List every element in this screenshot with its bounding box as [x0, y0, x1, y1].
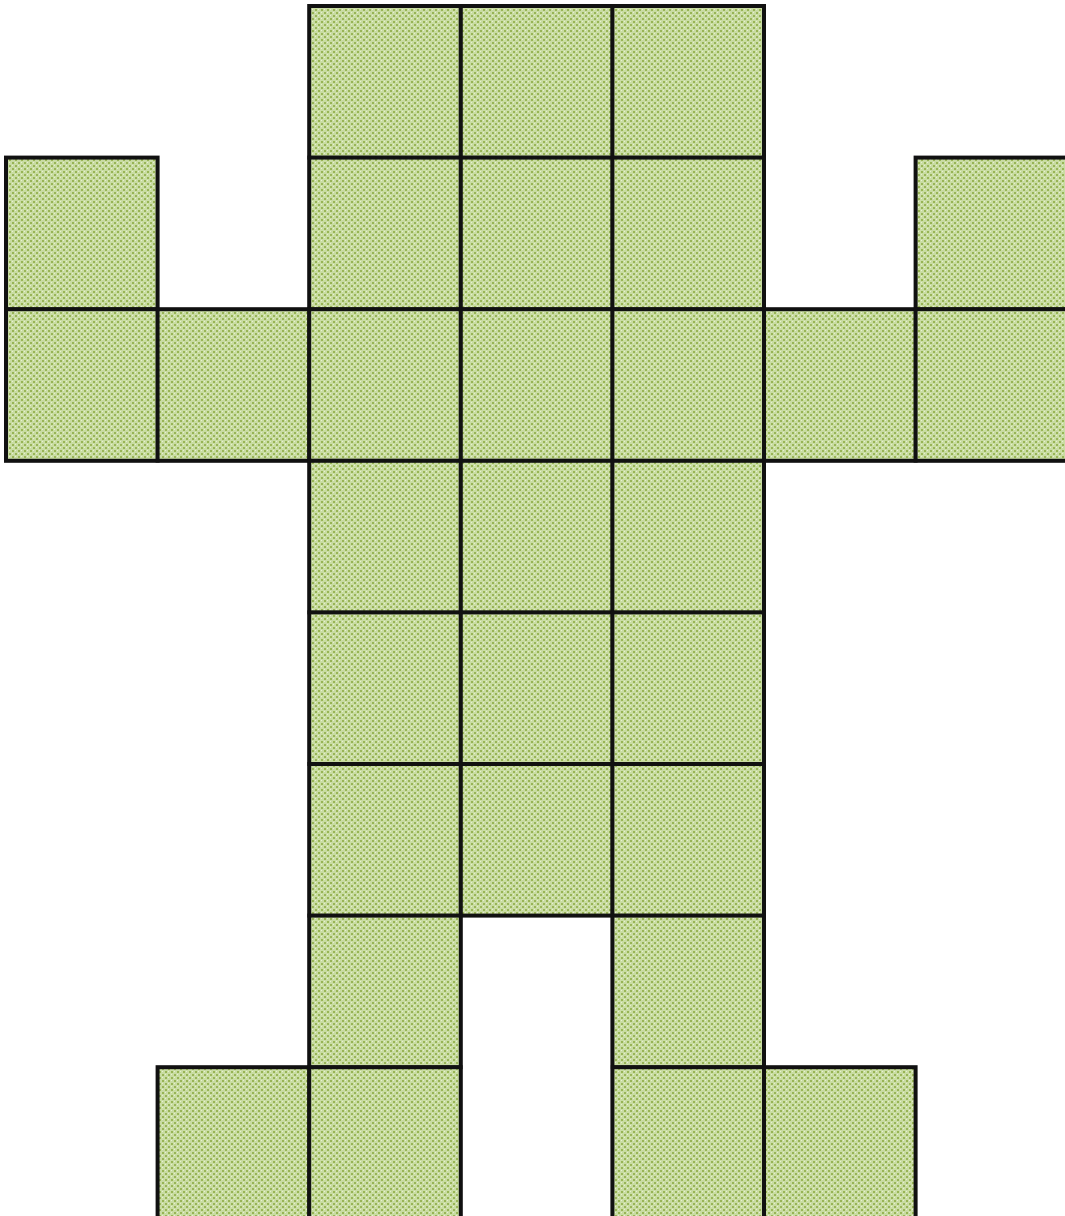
- grid-square: [916, 158, 1065, 310]
- grid-square: [461, 158, 613, 310]
- grid-square: [916, 309, 1065, 461]
- grid-square: [612, 764, 764, 916]
- grid-square: [612, 612, 764, 764]
- grid-square: [764, 309, 916, 461]
- grid-square: [309, 461, 461, 613]
- grid-square: [461, 6, 613, 158]
- grid-square: [6, 158, 158, 310]
- grid-square: [461, 309, 613, 461]
- grid-square: [309, 916, 461, 1068]
- grid-square: [309, 1067, 461, 1216]
- grid-square: [461, 764, 613, 916]
- grid-square: [764, 1067, 916, 1216]
- figure-squares: [6, 6, 1065, 1216]
- grid-square: [612, 309, 764, 461]
- grid-square: [309, 612, 461, 764]
- grid-square: [612, 6, 764, 158]
- grid-square: [612, 158, 764, 310]
- grid-square: [612, 1067, 764, 1216]
- grid-square: [309, 6, 461, 158]
- grid-square: [612, 916, 764, 1068]
- grid-square: [309, 158, 461, 310]
- grid-square: [309, 764, 461, 916]
- grid-square: [158, 1067, 310, 1216]
- grid-square: [309, 309, 461, 461]
- grid-square: [612, 461, 764, 613]
- grid-square: [158, 309, 310, 461]
- grid-square: [461, 461, 613, 613]
- grid-square: [461, 612, 613, 764]
- grid-square: [6, 309, 158, 461]
